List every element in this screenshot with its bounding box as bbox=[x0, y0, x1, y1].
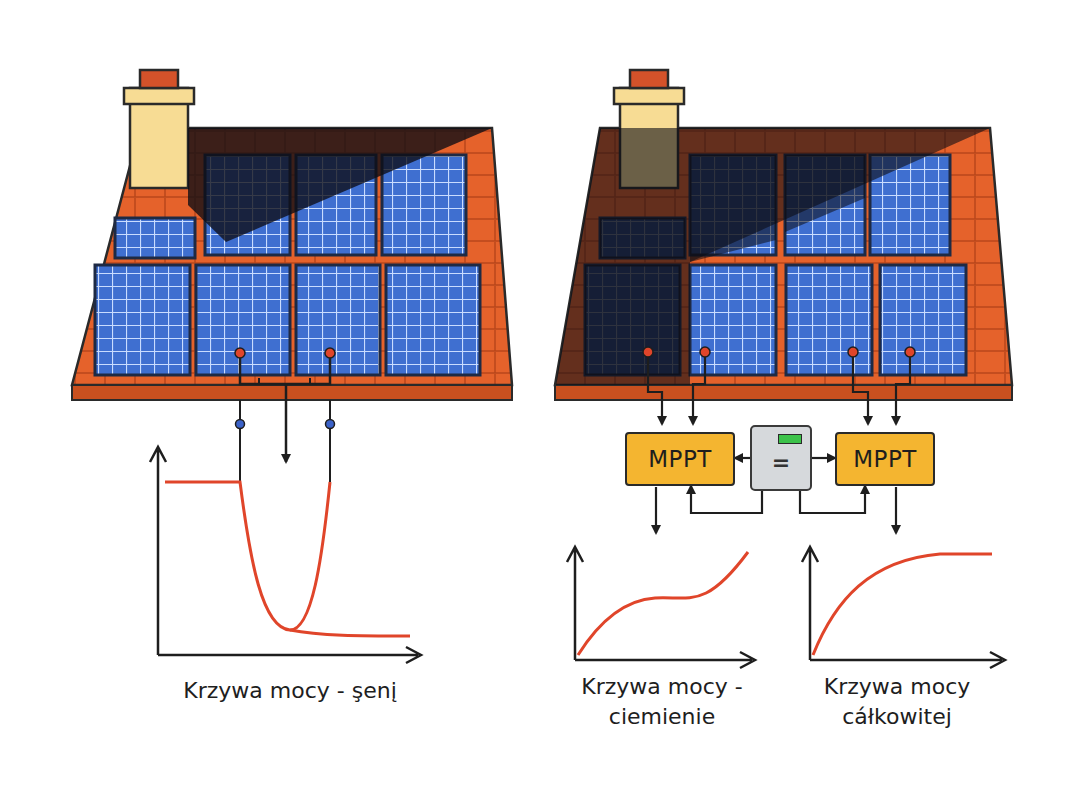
node-text: MPPT bbox=[853, 446, 917, 472]
node-text: MPPT bbox=[648, 446, 712, 472]
right-roof bbox=[555, 70, 1012, 668]
curve-caption: Krzywa mocy - ciemienie bbox=[562, 672, 762, 731]
connector bbox=[735, 457, 750, 459]
curve-caption: Krzywa mocy cáłkowitej bbox=[797, 672, 997, 731]
mppt-box: MPPT bbox=[625, 432, 735, 486]
inverter-box: = bbox=[750, 425, 812, 491]
node-text: = bbox=[772, 450, 790, 475]
curve-caption: Krzywa mocy - şenį bbox=[140, 676, 440, 706]
mppt-box: MPPT bbox=[835, 432, 935, 486]
connector bbox=[812, 457, 835, 459]
left-roof bbox=[72, 70, 512, 663]
display-screen bbox=[778, 434, 802, 444]
